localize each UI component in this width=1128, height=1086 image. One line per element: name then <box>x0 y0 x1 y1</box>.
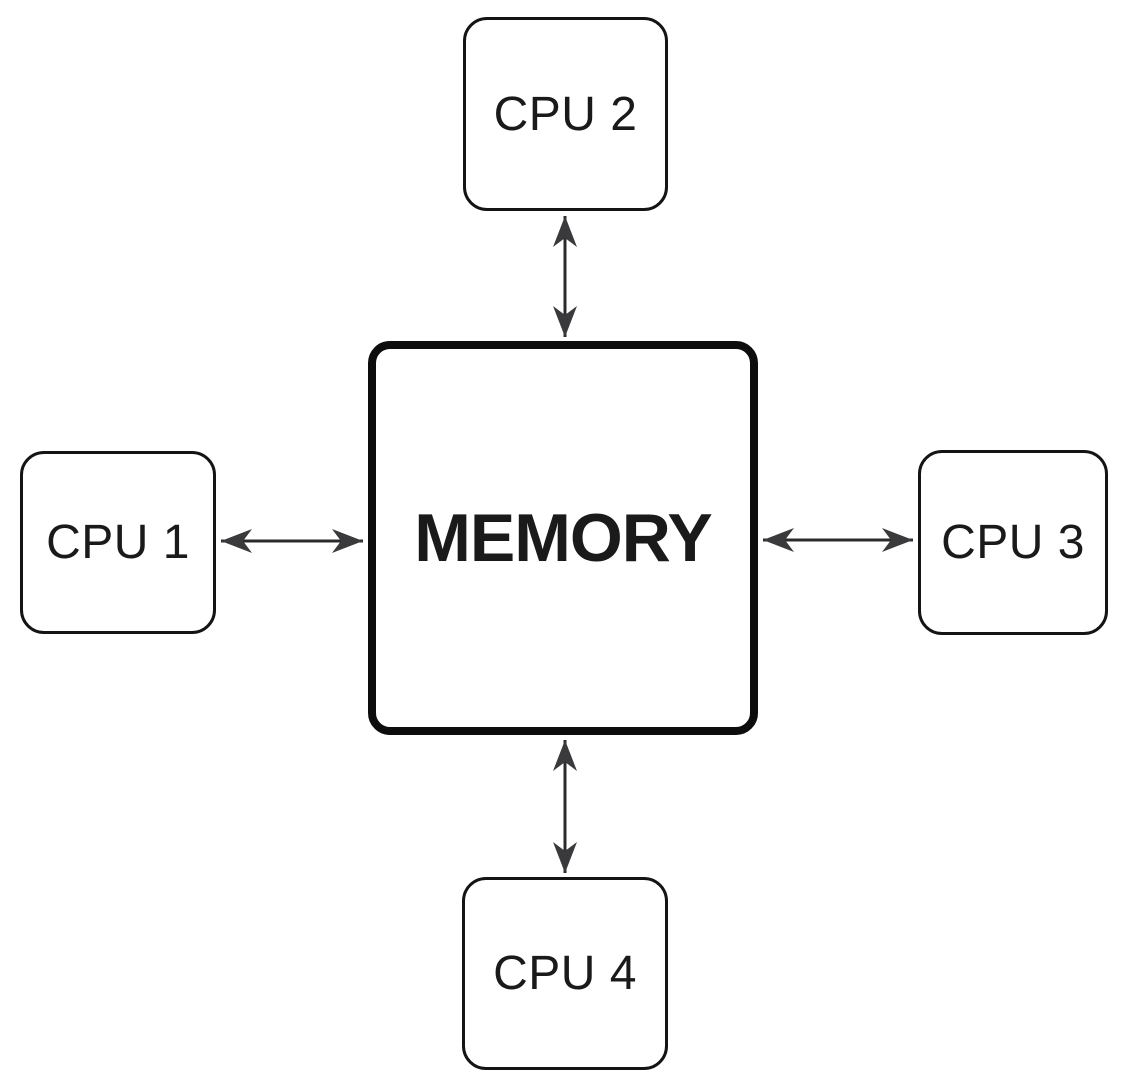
cpu-4-label: CPU 4 <box>493 947 637 1000</box>
cpu-1-label: CPU 1 <box>46 516 190 569</box>
node-memory: MEMORY <box>368 341 758 735</box>
node-cpu-2: CPU 2 <box>463 17 668 211</box>
memory-label: MEMORY <box>414 500 712 576</box>
node-cpu-3: CPU 3 <box>918 450 1108 635</box>
cpu-3-label: CPU 3 <box>941 516 1085 569</box>
cpu-2-label: CPU 2 <box>493 87 638 141</box>
node-cpu-1: CPU 1 <box>20 451 216 634</box>
node-cpu-4: CPU 4 <box>462 877 668 1070</box>
